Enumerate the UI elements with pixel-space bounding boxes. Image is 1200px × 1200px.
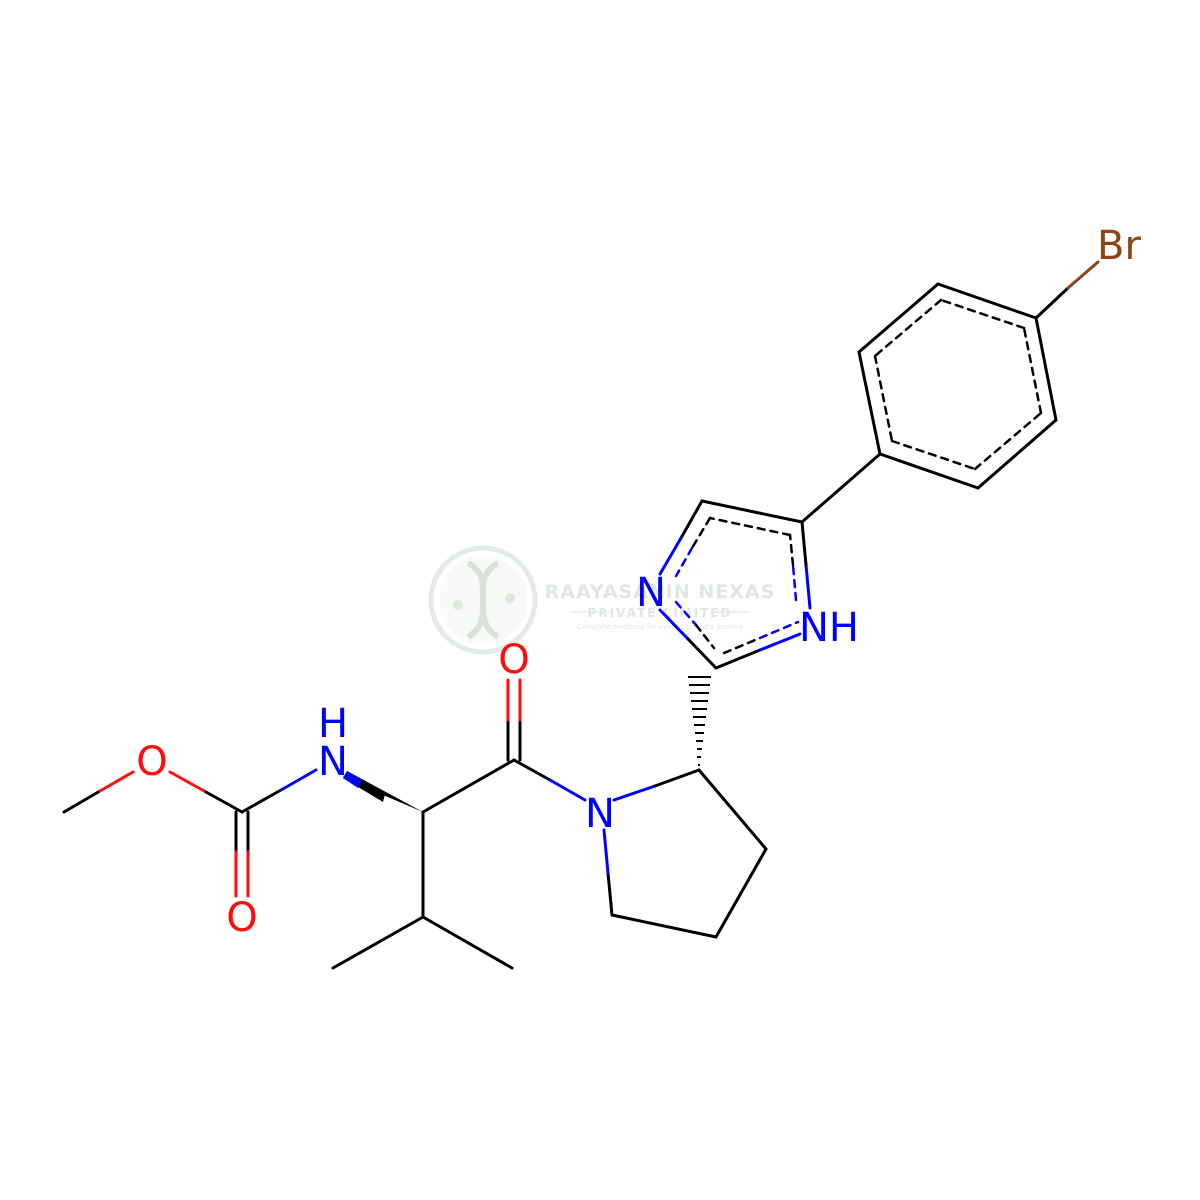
watermark: RAAYASANIN NEXAS PRIVATE LIMITED Complet… [428,545,776,655]
dna-helix-logo [428,545,538,655]
bond-ph-2 [976,418,1058,490]
atom-pyrrolidine-nitrogen: N [585,791,615,837]
bond-c2-c3 [697,768,768,851]
bond-ph-br-brown [1066,260,1100,290]
bond-c4-c5 [610,913,718,939]
bond-im-n3-c4 [800,520,808,567]
bond-ch-methyl-left [331,915,425,970]
bond-amide-n [512,758,552,782]
bond-n-c2-blue [612,784,657,802]
bond-im-n1-c2-blue [658,608,690,641]
atom-amide-nitrogen: N [318,739,348,785]
bond-ph-3 [1034,316,1058,422]
imidazole-aromatic-dashes [674,516,800,655]
bond-c3-c4 [714,847,768,939]
bond-ph-6 [857,350,882,456]
bond-im-c2-n3-blue [758,632,802,652]
bond-alpha-amide-c [421,758,516,814]
atom-carbamate-oxygen: O [226,895,257,941]
bond-ph-1 [878,452,980,490]
atom-methoxy-oxygen: O [136,739,167,785]
atom-labels: O O H N O N N NH Br [136,223,1141,941]
atom-imidazole-nh: NH [799,605,859,651]
bond-im-n3-c4-blue [804,563,812,610]
watermark-subtitle: PRIVATE LIMITED [588,606,733,620]
bond-ph-4 [936,282,1038,320]
bond-im-n1-c2 [686,637,718,670]
atom-imidazole-nitrogen: N [636,570,666,616]
bond-c5-n [606,871,614,917]
wedge-bond-alpha-blue [343,771,362,788]
bond-methyl-o [62,789,102,814]
bond-im-c5-n1 [679,499,704,540]
bond-amide-n-blue [548,778,587,802]
bond-c-nh [240,788,283,814]
bond-o-carbonyl [168,770,208,794]
bond-ph-br [1034,286,1070,320]
watermark-title: RAAYASANIN NEXAS [545,581,776,603]
bond-im-c2-n3 [714,648,762,670]
bond-ph-5 [857,282,940,354]
watermark-tagline: Complete solutions for every chemist's j… [577,623,742,631]
bonds [62,260,1100,970]
bond-im-c5-n1-blue [658,536,683,576]
atom-amide-hydrogen: H [318,701,348,747]
bond-ch-methyl-right [421,915,514,970]
atom-amide-oxygen: O [498,637,529,683]
bond-methyl-o-red [98,770,135,793]
bond-imidazole-phenyl [800,452,882,524]
bond-im-c4-c5 [700,499,804,524]
bond-c5-n-blue [602,828,610,875]
atom-bromine: Br [1097,223,1141,269]
bond-o-carbonyl-black [204,790,244,814]
bond-n-c2 [653,768,701,788]
phenyl-aromatic-dashes [873,298,1043,471]
hash-bond-c2-imidazole [688,676,711,766]
bond-c-nh-blue [279,768,318,792]
